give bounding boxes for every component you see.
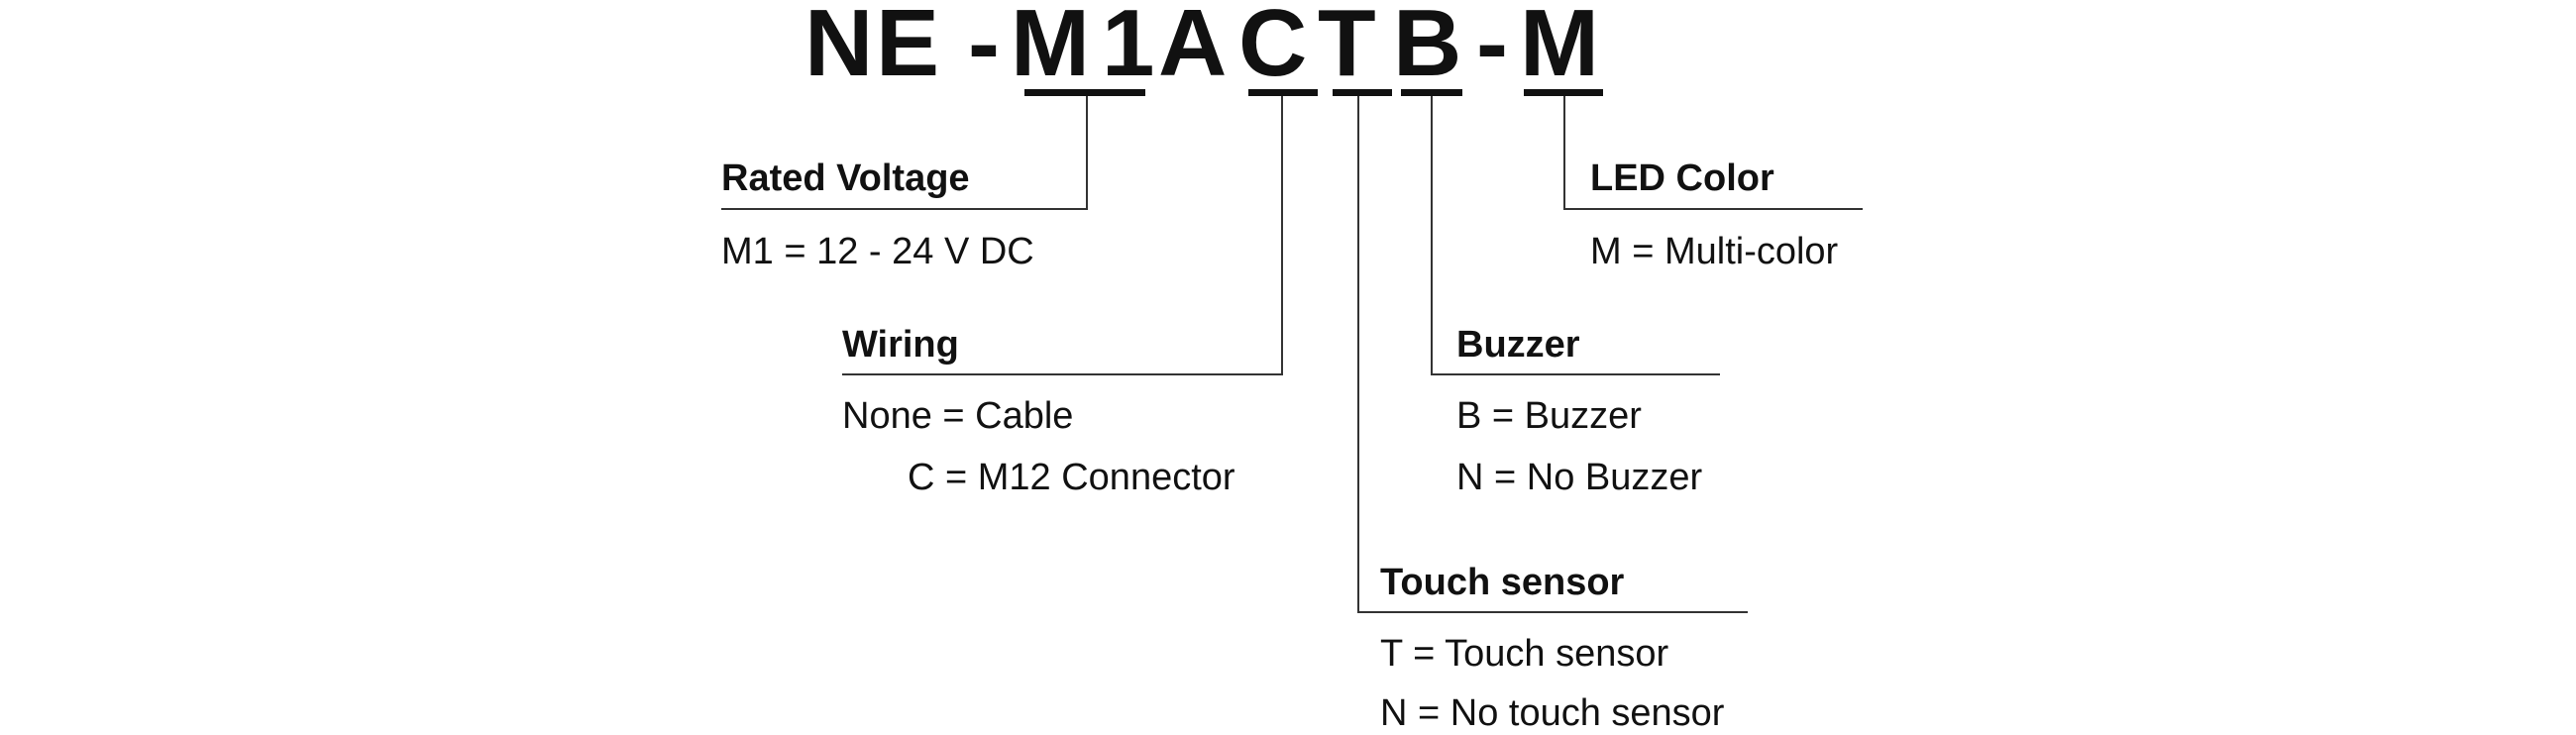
part-number-char: M [1011,0,1090,96]
rated-voltage-option: M1 = 12 - 24 V DC [721,231,1034,272]
leader-voltage-horizontal [721,208,1088,210]
segment-underline-touch [1333,89,1392,96]
part-number-char: T [1318,0,1376,96]
buzzer-label: Buzzer [1456,324,1580,366]
part-number-char: - [1476,0,1508,96]
touch-sensor-option: T = Touch sensor [1380,633,1669,675]
buzzer-option: N = No Buzzer [1456,457,1703,498]
led-color-option: M = Multi-color [1590,231,1839,272]
leader-voltage-vertical [1086,96,1088,210]
leader-led-horizontal [1563,208,1863,210]
buzzer-option: B = Buzzer [1456,395,1642,437]
rated-voltage-label: Rated Voltage [721,158,970,199]
led-color-label: LED Color [1590,158,1774,199]
leader-buzzer-vertical [1431,96,1433,375]
part-number-char: N [805,0,874,96]
part-number-char: B [1393,0,1462,96]
wiring-option: C = M12 Connector [908,457,1235,498]
segment-underline-buzzer [1401,89,1462,96]
touch-sensor-label: Touch sensor [1380,562,1625,603]
leader-buzzer-horizontal [1431,373,1720,375]
segment-underline-voltage [1024,89,1145,96]
segment-underline-wiring [1248,89,1318,96]
part-number-char: E [876,0,940,96]
part-number-char: - [968,0,1000,96]
leader-touch-horizontal [1357,611,1748,613]
part-number-char: C [1238,0,1308,96]
leader-led-vertical [1563,96,1565,210]
touch-sensor-option: N = No touch sensor [1380,692,1725,734]
leader-touch-vertical [1357,96,1359,613]
leader-wiring-horizontal [842,373,1283,375]
segment-underline-led [1524,89,1603,96]
wiring-label: Wiring [842,324,959,366]
part-number-char: A [1158,0,1228,96]
leader-wiring-vertical [1281,96,1283,375]
part-number-char: M [1520,0,1599,96]
wiring-option: None = Cable [842,395,1074,437]
part-number-char: 1 [1102,0,1155,96]
